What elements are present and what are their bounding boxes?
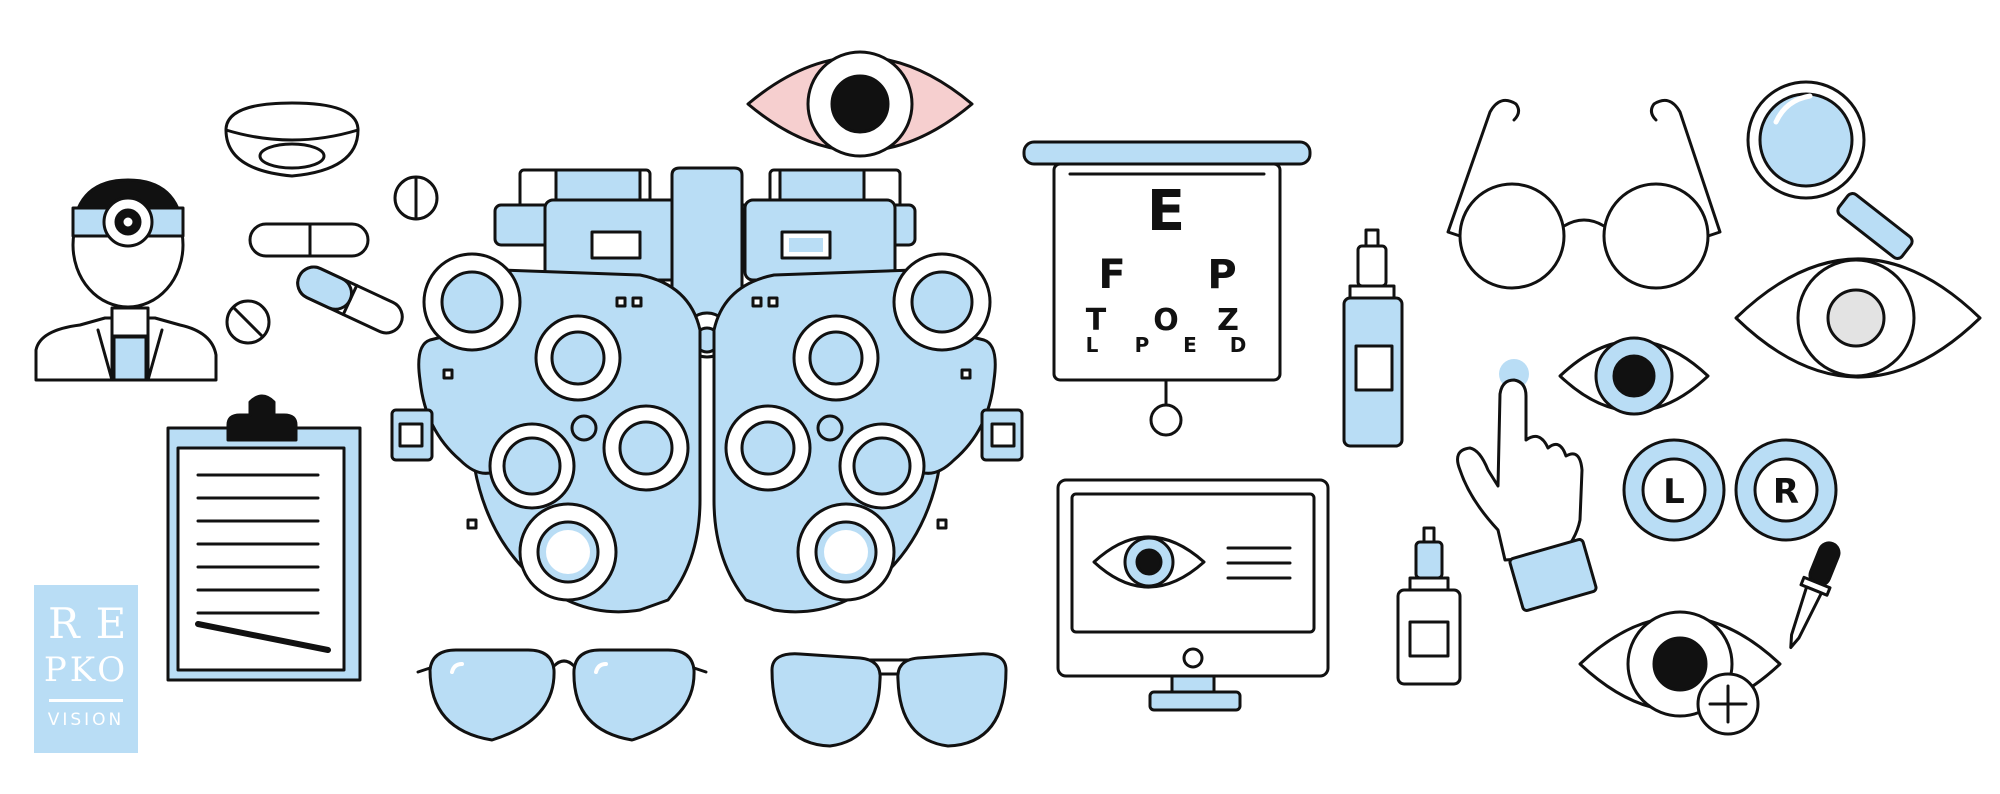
logo-line2: PKO: [43, 650, 129, 690]
eye-drops-icon: [1342, 228, 1404, 448]
logo-line1: RE: [48, 599, 143, 648]
magnifier-icon: [1746, 80, 1914, 260]
brand-logo: RE PKO VISION: [34, 585, 138, 753]
glasses-icon: [416, 648, 708, 742]
monitor-icon: [1056, 478, 1330, 712]
chart-row3-c: Z: [1217, 303, 1239, 338]
chart-row2-left: F: [1098, 252, 1125, 298]
eye-chart-icon: E F P T O Z L P E D: [1022, 140, 1312, 437]
eye-icon: [1558, 336, 1710, 416]
eye-icon: [1734, 257, 1982, 379]
sunglasses-icon: [770, 652, 1008, 748]
logo-divider: [49, 699, 123, 702]
glasses-icon: [1446, 98, 1722, 290]
contact-lens-icon: [224, 101, 360, 178]
lens-case-right-label: R: [1773, 472, 1799, 512]
clipboard-icon: [166, 394, 362, 682]
doctor-icon: [34, 178, 218, 382]
eye-drops-icon: [1396, 526, 1462, 686]
chart-row3-b: O: [1153, 303, 1179, 338]
capsule-icon: [248, 222, 404, 335]
eye-icon: [746, 50, 974, 158]
chart-row4-d: D: [1230, 333, 1247, 357]
chart-row1: E: [1147, 179, 1185, 244]
phoropter-icon: [390, 166, 1024, 614]
chart-row4-c: E: [1183, 333, 1197, 357]
pill-icon: [225, 175, 439, 345]
pipette-icon: [1789, 541, 1841, 649]
lens-case-left-label: L: [1663, 472, 1685, 512]
logo-line3: VISION: [47, 710, 125, 730]
chart-row2-right: P: [1207, 252, 1236, 298]
eye-icon: [1578, 610, 1782, 736]
chart-row4-a: L: [1086, 333, 1099, 357]
chart-row4-b: P: [1135, 333, 1150, 357]
lens-case-icon: L R: [1622, 438, 1838, 542]
hand-pointer-icon: [1456, 359, 1598, 612]
chart-row3-a: T: [1086, 303, 1107, 338]
